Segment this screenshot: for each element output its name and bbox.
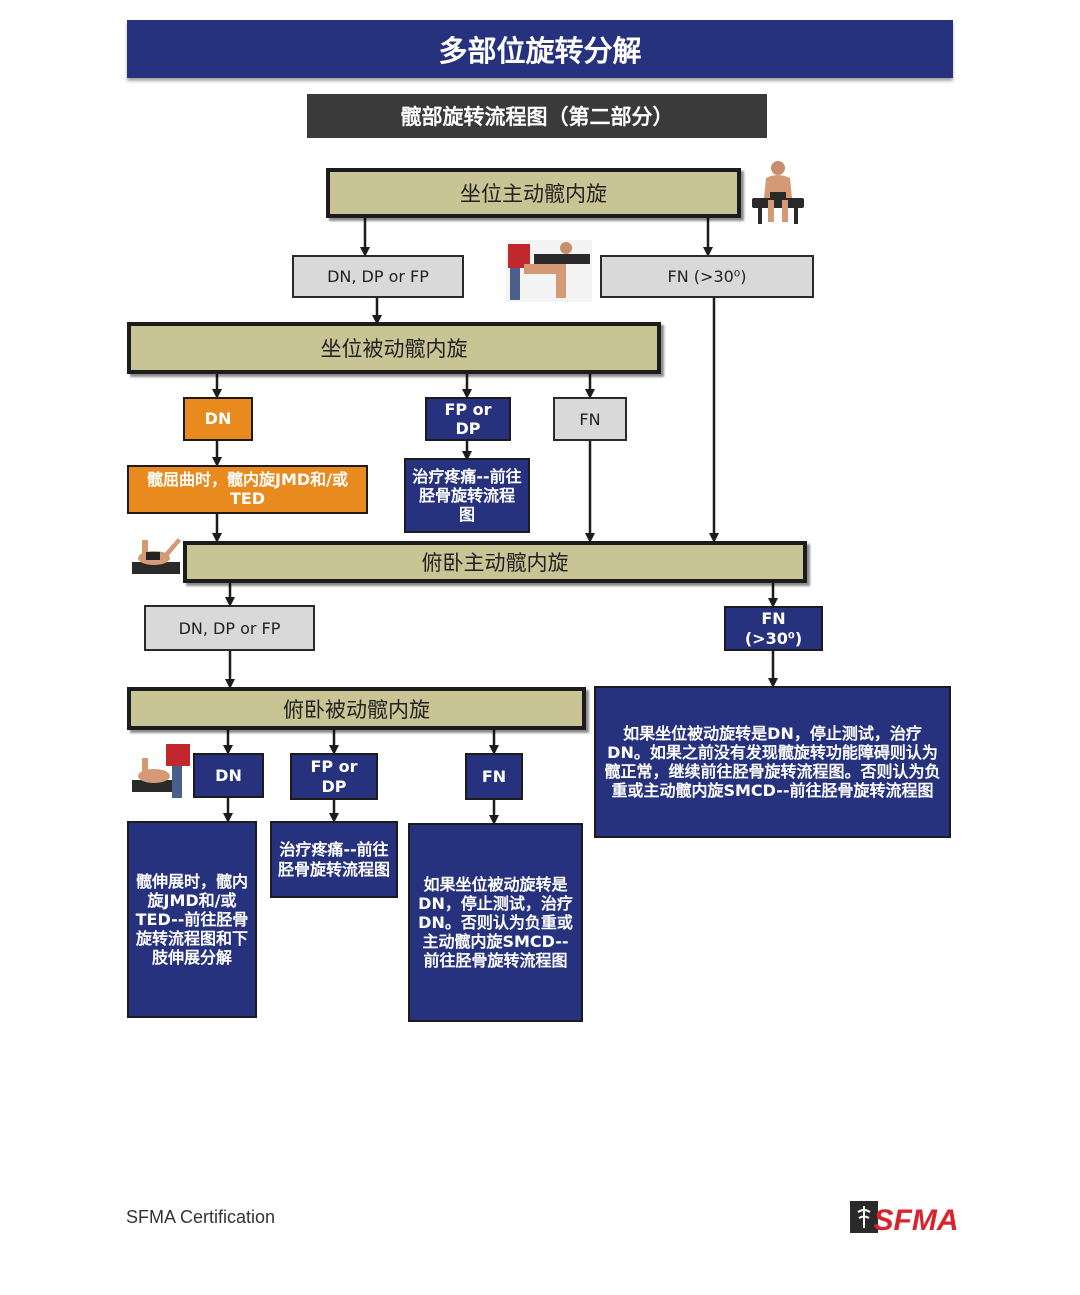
seated-passive-ir-box: 坐位被动髋内旋 bbox=[127, 322, 661, 374]
subtitle-text: 髋部旋转流程图（第二部分） bbox=[400, 105, 674, 129]
seated-active-left-outcome: DN, DP or FP bbox=[292, 255, 464, 298]
page-title: 多部位旋转分解 bbox=[438, 34, 642, 68]
prone-passive-photo bbox=[132, 744, 190, 798]
pp-fn-box: FN bbox=[465, 753, 523, 800]
pp-fn-result-text: 如果坐位被动旋转是DN，停止测试，治疗DN。否则认为负重或主动髋内旋SMCD--… bbox=[418, 874, 573, 971]
prone-active-ir-box: 俯卧主动髋内旋 bbox=[183, 541, 807, 583]
svg-text:SFMA: SFMA bbox=[874, 1204, 959, 1237]
sp-fn-box: FN bbox=[553, 397, 627, 441]
prone-active-left-outcome: DN, DP or FP bbox=[144, 605, 315, 651]
sp-fn-label: FN bbox=[579, 409, 601, 429]
page-title-banner: 多部位旋转分解 bbox=[127, 20, 953, 78]
sp-fpdp-box: FP or DP bbox=[425, 397, 511, 441]
footer-certification-text: SFMA Certification bbox=[126, 1207, 276, 1227]
sfma-logo: SFMA bbox=[850, 1198, 959, 1242]
sp-fpdp-result-text: 治疗疼痛--前往胫骨旋转流程图 bbox=[412, 466, 522, 525]
seated-patient-photo bbox=[752, 161, 804, 224]
sp-dn-box: DN bbox=[183, 397, 253, 441]
sp-dn-label: DN bbox=[204, 408, 232, 428]
sp-fpdp-label: FP or DP bbox=[444, 399, 492, 438]
flowchart-subtitle: 髋部旋转流程图（第二部分） bbox=[307, 94, 767, 138]
seated-passive-ir-label: 坐位被动髋内旋 bbox=[320, 337, 468, 361]
pp-fpdp-label: FP or DP bbox=[310, 757, 358, 796]
sp-dn-result-text: 髋屈曲时，髋内旋JMD和/或TED bbox=[146, 470, 348, 508]
footer-certification: SFMA Certification bbox=[126, 1207, 275, 1228]
seated-passive-photo bbox=[506, 240, 592, 302]
pp-dn-label: DN bbox=[215, 765, 242, 785]
seated-active-ir-label: 坐位主动髋内旋 bbox=[460, 182, 607, 206]
pp-fn-label: FN bbox=[481, 766, 507, 786]
sp-dn-result-box: 髋屈曲时，髋内旋JMD和/或TED bbox=[127, 465, 368, 514]
pp-dn-result-text: 髋伸展时，髋内旋JMD和/或TED--前往胫骨旋转流程图和下肢伸展分解 bbox=[135, 871, 249, 968]
seated-active-right-label: FN (>30⁰) bbox=[667, 267, 747, 286]
prone-passive-ir-label: 俯卧被动髋内旋 bbox=[283, 697, 430, 722]
prone-active-photo bbox=[132, 538, 181, 574]
prone-active-ir-label: 俯卧主动髋内旋 bbox=[421, 551, 569, 575]
prone-active-right-label: FN (>30⁰) bbox=[744, 609, 803, 648]
pp-dn-result-box: 髋伸展时，髋内旋JMD和/或TED--前往胫骨旋转流程图和下肢伸展分解 bbox=[127, 821, 257, 1018]
pp-fpdp-result-text: 治疗疼痛--前往胫骨旋转流程图 bbox=[278, 840, 391, 879]
prone-active-right-result-box: 如果坐位被动旋转是DN，停止测试，治疗DN。如果之前没有发现髋旋转功能障碍则认为… bbox=[594, 686, 951, 838]
pp-dn-box: DN bbox=[193, 753, 264, 798]
sp-fpdp-result-box: 治疗疼痛--前往胫骨旋转流程图 bbox=[404, 458, 530, 533]
prone-passive-ir-box: 俯卧被动髋内旋 bbox=[127, 687, 586, 730]
pp-fpdp-result-box: 治疗疼痛--前往胫骨旋转流程图 bbox=[270, 821, 398, 898]
seated-active-left-label: DN, DP or FP bbox=[327, 267, 429, 286]
prone-active-right-outcome: FN (>30⁰) bbox=[724, 606, 823, 651]
prone-active-left-label: DN, DP or FP bbox=[178, 618, 281, 638]
pp-fpdp-box: FP or DP bbox=[290, 753, 378, 800]
pp-fn-result-box: 如果坐位被动旋转是DN，停止测试，治疗DN。否则认为负重或主动髋内旋SMCD--… bbox=[408, 823, 583, 1022]
seated-active-ir-box: 坐位主动髋内旋 bbox=[326, 168, 741, 218]
prone-active-right-result-text: 如果坐位被动旋转是DN，停止测试，治疗DN。如果之前没有发现髋旋转功能障碍则认为… bbox=[604, 723, 941, 801]
seated-active-right-outcome: FN (>30⁰) bbox=[600, 255, 814, 298]
